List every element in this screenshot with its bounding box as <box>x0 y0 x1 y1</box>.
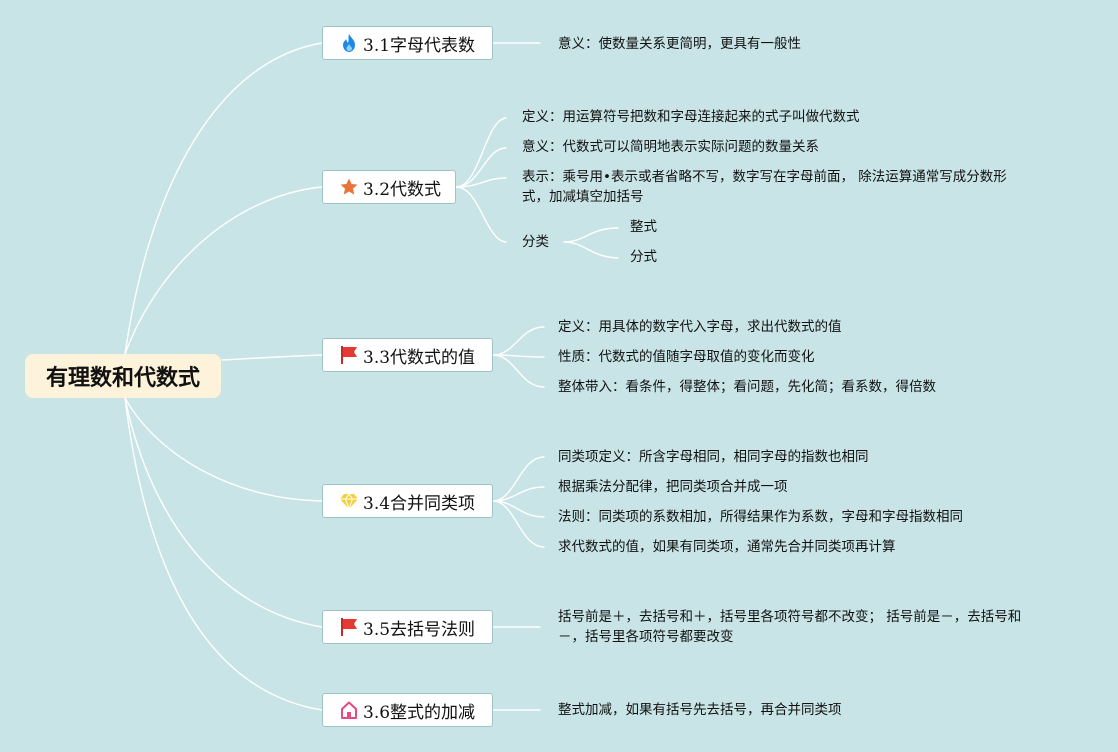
topic-label: 3.6整式的加减 <box>363 702 476 723</box>
topic-3-3[interactable]: 3.3代数式的值 <box>322 338 493 372</box>
category-label: 分类 <box>522 234 549 250</box>
topic-3-4[interactable]: 3.4合并同类项 <box>322 484 493 518</box>
leaf-3-4-1: 同类项定义：所含字母相同，相同字母的指数也相同 <box>558 449 869 465</box>
leaf-3-4-3: 法则：同类项的系数相加，所得结果作为系数，字母和字母指数相同 <box>558 509 963 525</box>
topic-label: 3.2代数式 <box>363 179 442 200</box>
topic-3-6[interactable]: 3.6整式的加减 <box>322 693 493 727</box>
topic-label: 3.4合并同类项 <box>363 493 476 514</box>
leaf-3-2-3: 表示：乘号用•表示或者省略不写，数字写在字母前面， 除法运算通常写成分数形式，加… <box>522 169 1007 205</box>
fire-icon <box>339 33 359 53</box>
leaf-3-6-1: 整式加减，如果有括号先去括号，再合并同类项 <box>558 702 842 718</box>
category-child-1: 整式 <box>630 219 657 235</box>
root-topic[interactable]: 有理数和代数式 <box>25 354 221 398</box>
diamond-icon <box>339 491 359 511</box>
leaf-3-3-2: 性质：代数式的值随字母取值的变化而变化 <box>558 349 815 365</box>
leaf-3-4-2: 根据乘法分配律，把同类项合并成一项 <box>558 479 788 495</box>
red-flag-icon <box>339 617 359 637</box>
leaf-3-2-2: 意义：代数式可以简明地表示实际问题的数量关系 <box>522 139 819 155</box>
leaf-3-3-1: 定义：用具体的数字代入字母，求出代数式的值 <box>558 319 842 335</box>
red-flag-icon <box>339 345 359 365</box>
topic-label: 3.1字母代表数 <box>363 35 476 56</box>
topic-3-1[interactable]: 3.1字母代表数 <box>322 26 493 60</box>
topic-label: 3.5去括号法则 <box>363 619 476 640</box>
leaf-3-3-3: 整体带入：看条件，得整体；看问题，先化简；看系数，得倍数 <box>558 379 936 395</box>
leaf-3-2-1: 定义：用运算符号把数和字母连接起来的式子叫做代数式 <box>522 109 860 125</box>
house-icon <box>339 700 359 720</box>
category-child-2: 分式 <box>630 249 657 265</box>
topic-3-5[interactable]: 3.5去括号法则 <box>322 610 493 644</box>
leaf-3-1-1: 意义：使数量关系更简明，更具有一般性 <box>558 36 801 52</box>
root-label: 有理数和代数式 <box>45 366 200 391</box>
leaf-3-5-1: 括号前是＋，去括号和＋，括号里各项符号都不改变； 括号前是－，去括号和－，括号里… <box>558 609 1022 645</box>
topic-3-2[interactable]: 3.2代数式 <box>322 170 456 204</box>
star-icon <box>339 177 359 197</box>
topic-label: 3.3代数式的值 <box>363 347 476 368</box>
leaf-3-4-4: 求代数式的值，如果有同类项，通常先合并同类项再计算 <box>558 539 896 555</box>
